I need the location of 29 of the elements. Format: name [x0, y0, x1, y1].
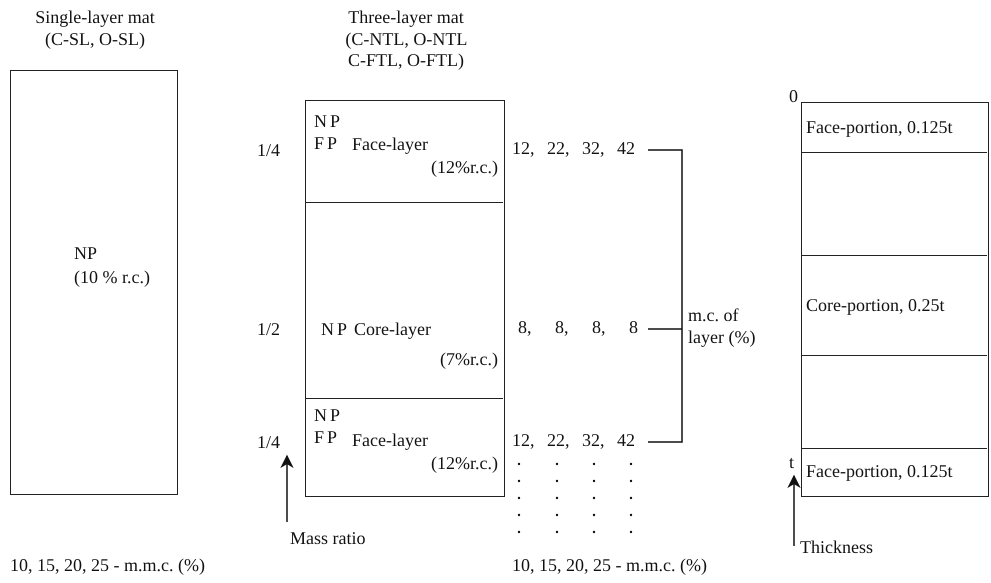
particle-type: NP FP	[314, 405, 344, 448]
label: 1/4	[257, 140, 280, 162]
label: 10, 15, 20, 25 - m.m.c. (%)	[512, 555, 707, 577]
portion-label: Face-portion, 0.125t	[805, 461, 952, 483]
layer-label: Face-layer	[352, 134, 428, 156]
label: 1/4	[257, 432, 280, 454]
portion-label: Face-portion, 0.125t	[805, 116, 952, 138]
mat-box	[801, 102, 989, 497]
label: 12, 22, 32, 42	[512, 430, 635, 452]
particle-type: NP FP	[314, 111, 344, 154]
portion-label: Core-portion, 0.25t	[805, 294, 944, 316]
layer-label: NP	[74, 243, 98, 265]
resin-content: (12%r.c.)	[431, 157, 498, 179]
label: Mass ratio	[290, 528, 366, 550]
layer-label: (10 % r.c.)	[74, 267, 150, 289]
label: t	[789, 452, 794, 474]
layer-label: Face-layer	[352, 430, 428, 452]
label: Thickness	[800, 537, 873, 559]
label: 0	[789, 86, 798, 108]
label: 8, 8, 8, 8	[518, 317, 638, 339]
label: 10, 15, 20, 25 - m.m.c. (%)	[10, 555, 205, 577]
label: m.c. of layer (%)	[688, 305, 756, 348]
label: 12, 22, 32, 42	[512, 138, 635, 160]
resin-content: (7%r.c.)	[440, 349, 498, 371]
label: 1/2	[257, 319, 280, 341]
layer-label: Core-layer	[354, 319, 431, 341]
heading: Single-layer mat (C-SL, O-SL)	[34, 7, 156, 50]
resin-content: (12%r.c.)	[431, 453, 498, 475]
heading: Three-layer mat (C-NTL, O-NTL C-FTL, O-FTL)	[344, 7, 468, 72]
